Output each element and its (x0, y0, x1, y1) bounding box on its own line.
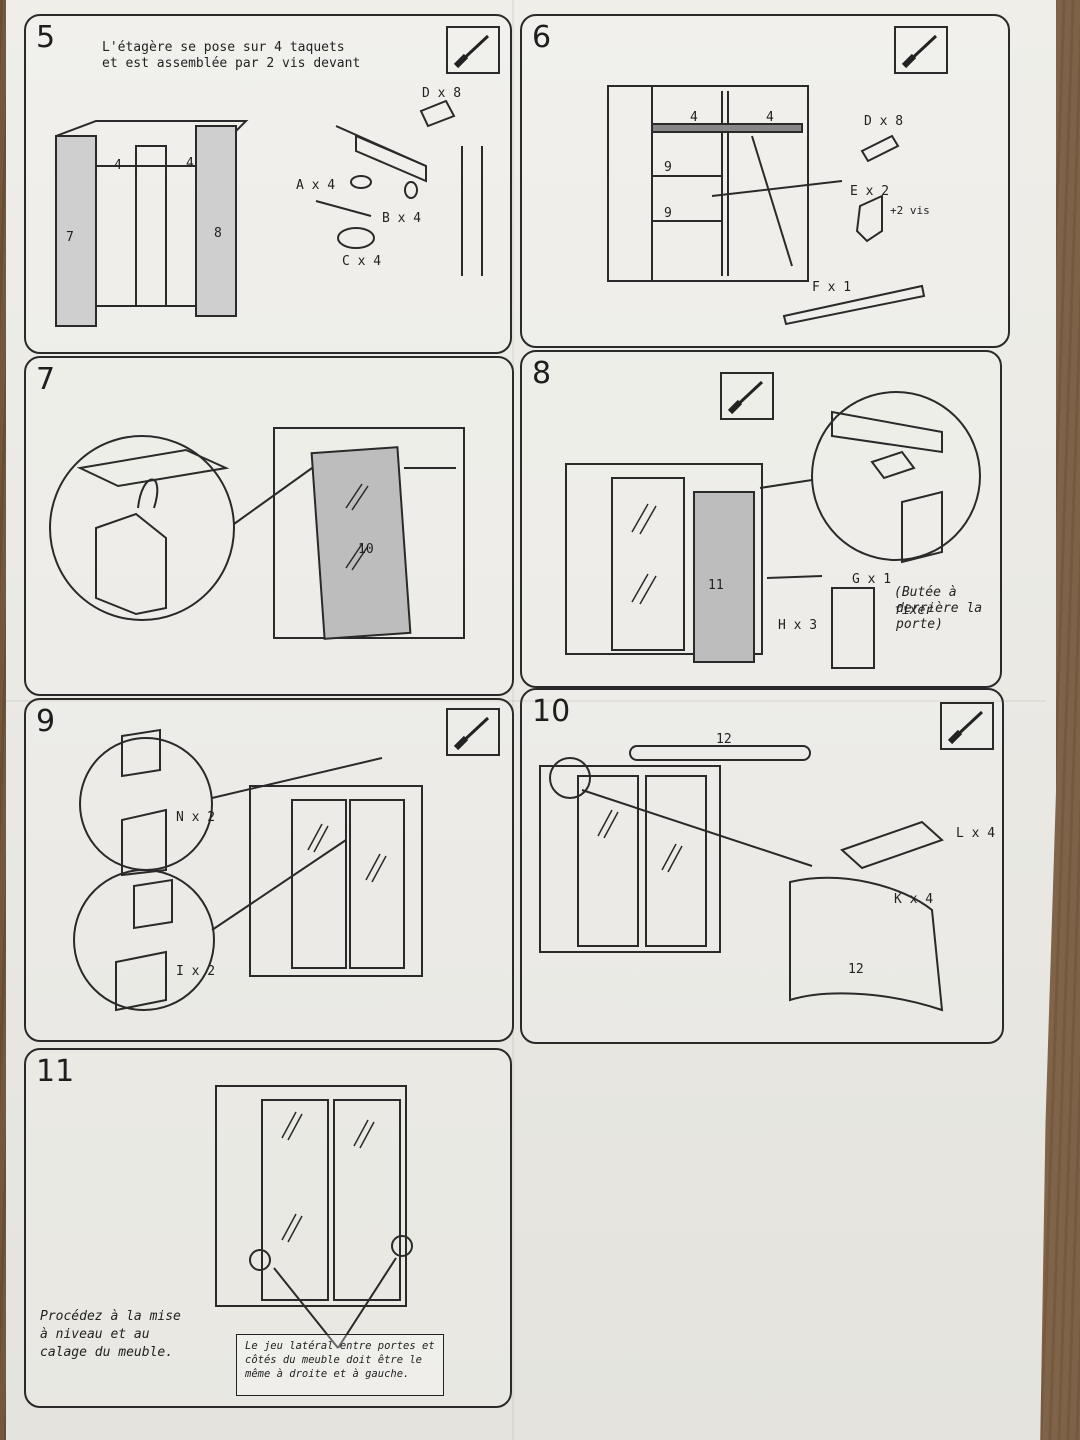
step-5-illustration (55, 99, 483, 327)
part-label-n: N x 2 (176, 810, 216, 825)
part-label-d: D x 8 (864, 114, 904, 129)
step-8-note-line1: (Butée à fixer (894, 585, 957, 618)
part-label-i: I x 2 (176, 964, 216, 979)
step-11-note-box: Le jeu latéral entre portes et côtés du … (236, 1334, 444, 1396)
part-label-b: B x 4 (382, 211, 422, 226)
part-label-shelf-2: 4 (766, 110, 774, 125)
step-number: 11 (36, 1054, 75, 1089)
part-label-e: E x 2 (850, 184, 890, 199)
step-5-panel: 5 L'étagère se pose sur 4 taquets et est… (24, 14, 512, 354)
step-8-illustration (565, 391, 981, 669)
step-8-panel: 8 11 G x 1 H x 3 (Butée à fixer derrière… (520, 350, 1002, 688)
step-11-illustration (215, 1085, 413, 1349)
instruction-sheet (6, 0, 1056, 1440)
part-label-door: 11 (708, 578, 724, 593)
step-8-note-line3: porte) (896, 617, 943, 632)
part-label-rail-detail: 12 (848, 962, 864, 977)
step-9-panel: 9 N x 2 I x 2 (24, 698, 514, 1042)
part-label-k: K x 4 (894, 892, 934, 907)
part-label-c: C x 4 (342, 254, 382, 269)
step-9-illustration (73, 728, 423, 1012)
note-line1: Le jeu latéral entre portes et (245, 1340, 435, 1352)
step-6-panel: 6 4 4 9 9 D x 8 E x 2 +2 vis F x 1 (520, 14, 1010, 348)
part-label-shelf-side-2: 9 (664, 206, 672, 221)
part-label-g: G x 1 (852, 572, 892, 587)
step-11-panel: 11 Procédez à la mise à niveau et au cal… (24, 1048, 512, 1408)
part-label-a: A x 4 (296, 178, 336, 193)
step-number: 10 (532, 694, 571, 729)
step-11-left-note-line1: Procédez à la mise (40, 1309, 181, 1324)
part-label-side-right: 8 (214, 226, 222, 241)
step-7-panel: 7 10 (24, 356, 514, 696)
step-number: 6 (532, 20, 552, 55)
step-11-left-note-line3: calage du meuble. (40, 1345, 174, 1360)
part-label-side-left: 7 (66, 230, 74, 245)
step-7-illustration (49, 427, 465, 640)
note-line3: même à droite et à gauche. (245, 1368, 410, 1380)
part-label-d: D x 8 (422, 86, 462, 101)
part-label-f: F x 1 (812, 280, 852, 295)
step-10-panel: 10 12 L x 4 K x 4 12 (520, 688, 1004, 1044)
part-label-door: 10 (358, 542, 374, 557)
screwdriver-icon (446, 708, 500, 756)
step-number: 7 (36, 362, 56, 397)
part-label-vis: +2 vis (890, 204, 930, 217)
part-label-shelf: 4 (114, 158, 122, 173)
screwdriver-icon (940, 702, 994, 750)
part-label-shelf-side: 9 (664, 160, 672, 175)
step-5-caption-line1: L'étagère se pose sur 4 taquets (102, 40, 345, 55)
screwdriver-icon (894, 26, 948, 74)
step-number: 9 (36, 704, 56, 739)
step-6-illustration (607, 85, 926, 326)
screwdriver-icon (720, 372, 774, 420)
step-8-note-line2: derrière la (896, 601, 983, 616)
step-10-illustration (539, 745, 944, 1012)
step-number: 8 (532, 356, 552, 391)
part-label-h: H x 3 (778, 618, 818, 633)
part-label-l: L x 4 (956, 826, 996, 841)
note-line2: côtés du meuble doit être le (245, 1354, 423, 1366)
part-label-rail: 12 (716, 732, 732, 747)
step-number: 5 (36, 20, 56, 55)
step-5-caption-line2: et est assemblée par 2 vis devant (102, 56, 361, 71)
part-label-shelf: 4 (690, 110, 698, 125)
screwdriver-icon (446, 26, 500, 74)
part-label-shelf-right: 4 (186, 156, 194, 171)
step-11-left-note-line2: à niveau et au (40, 1327, 150, 1342)
